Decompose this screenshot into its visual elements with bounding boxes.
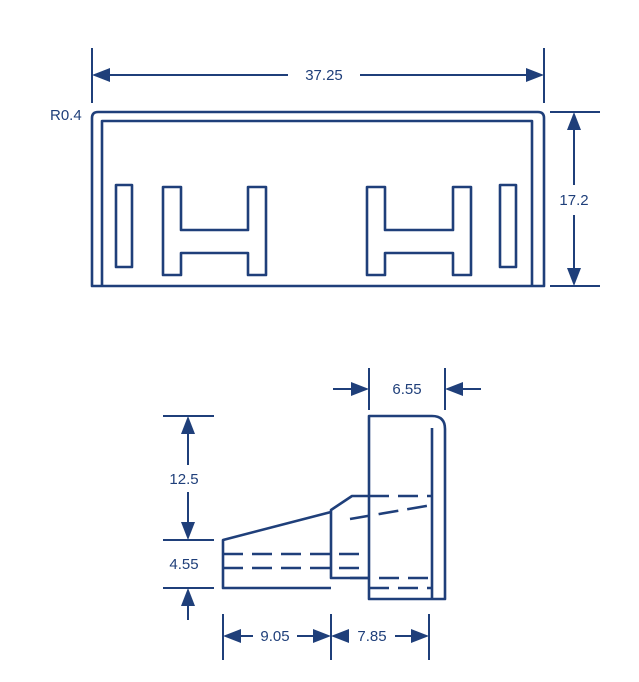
right-slot [498,183,518,269]
right-length-arrow-right [411,629,429,643]
top-view: 37.25 17.2 R0.4 [50,48,600,288]
width-arrow-right [526,68,544,82]
side-view: 6.55 12.5 4.55 9.05 7.85 [163,368,481,660]
right-h-cutout [365,185,473,277]
corner-radius-label: R0.4 [50,107,82,124]
width-dimension-label: 37.25 [305,67,343,84]
top-view-inner-outline [100,119,534,286]
top-view-outline [90,110,546,288]
left-length-arrow-left [223,629,241,643]
side-view-sloped-arm [221,510,332,590]
height-dimension-label: 17.2 [559,192,588,209]
lower-height-arrow [181,588,195,606]
width-arrow-left [92,68,110,82]
top-width-arrow-left [351,382,369,396]
right-length-arrow-left [331,629,349,643]
side-view-main-block [367,414,447,601]
side-view-middle-block [329,494,369,580]
height-arrow-top [567,112,581,130]
top-width-label: 6.55 [392,381,421,398]
upper-height-label: 12.5 [169,471,198,488]
left-length-arrow-right [313,629,331,643]
top-width-arrow-right [445,382,463,396]
hidden-line-slope [349,503,433,521]
lower-height-label: 4.55 [169,556,198,573]
left-length-label: 9.05 [260,628,289,645]
left-h-cutout [161,185,268,277]
height-arrow-bottom [567,268,581,286]
upper-height-arrow-bottom [181,522,195,540]
right-length-label: 7.85 [357,628,386,645]
upper-height-arrow-top [181,416,195,434]
left-slot [114,183,134,269]
